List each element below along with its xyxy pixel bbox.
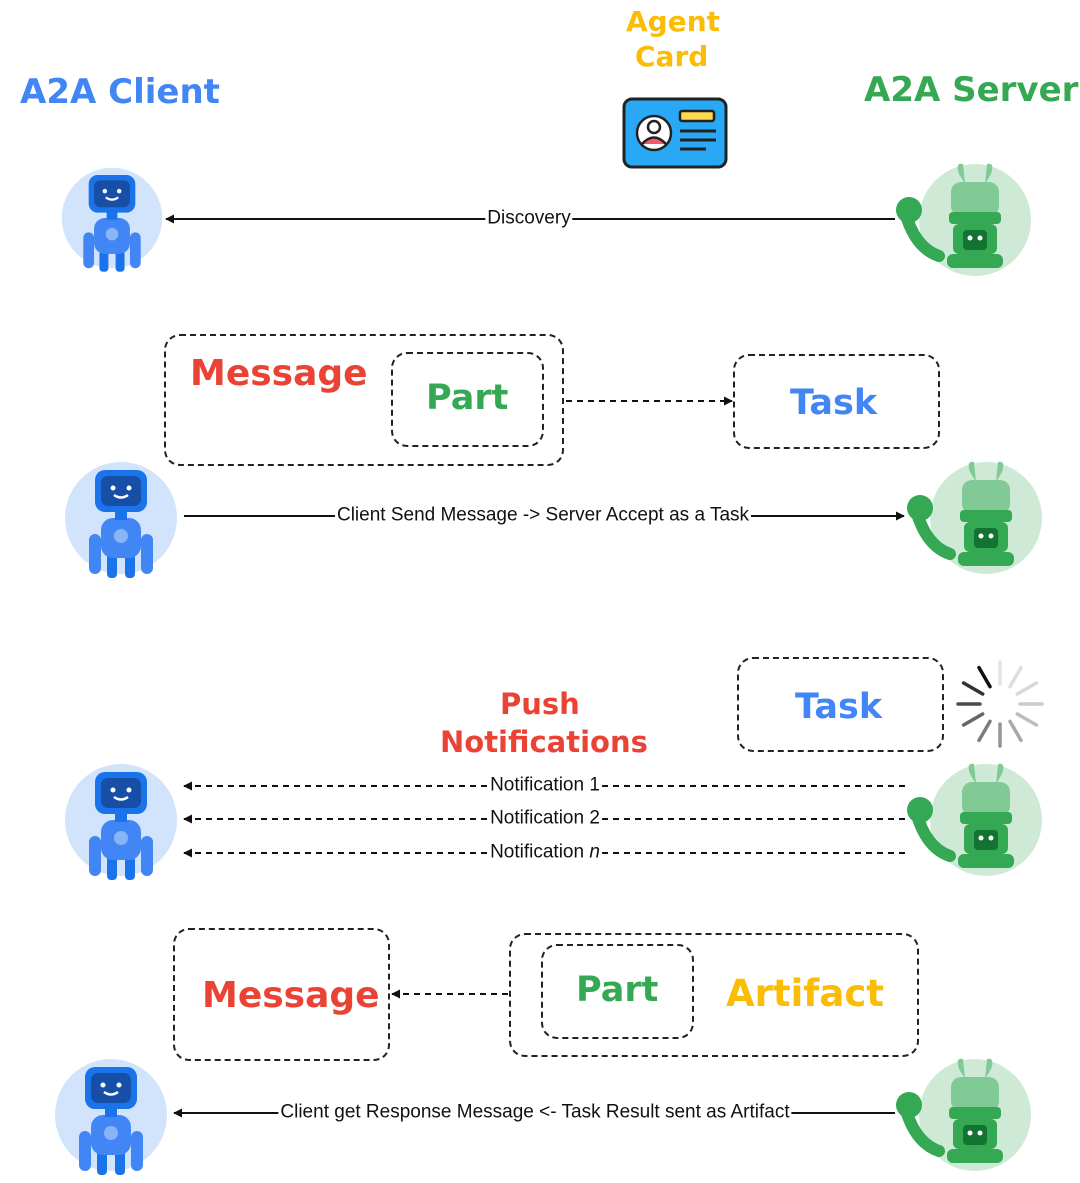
notification-number: n xyxy=(589,841,600,863)
blue-robot-icon xyxy=(61,167,163,272)
agent-card-title-line1: Agent xyxy=(626,5,721,38)
blue-robot-icon xyxy=(65,764,177,880)
message-label: Message xyxy=(190,353,368,394)
part-container xyxy=(391,352,544,447)
push-title-line2: Notifications xyxy=(440,725,648,759)
message-container xyxy=(164,334,564,466)
response-label: Client get Response Message <- Task Resu… xyxy=(278,1101,792,1124)
blue-robot-icon xyxy=(65,462,177,578)
artifact-container xyxy=(509,933,919,1057)
artifact-label: Artifact xyxy=(726,972,884,1015)
notification-prefix: Notification xyxy=(490,774,590,796)
notification-number: 2 xyxy=(589,807,600,829)
agent-card-title-line2: Card xyxy=(635,40,709,73)
task-label: Task xyxy=(790,383,878,423)
server-title: A2A Server xyxy=(864,70,1079,110)
notification-label: Notification 1 xyxy=(488,774,602,797)
part-container xyxy=(541,944,694,1039)
part-label: Part xyxy=(576,970,659,1010)
task-label: Task xyxy=(795,687,883,727)
notification-label: Notification 2 xyxy=(488,807,602,830)
discovery-label: Discovery xyxy=(485,207,573,230)
message-label: Message xyxy=(202,975,380,1016)
green-robot-icon xyxy=(896,163,1031,276)
push-title-line1: Push xyxy=(500,687,580,721)
part-label: Part xyxy=(426,378,509,418)
green-robot-icon xyxy=(907,763,1042,876)
blue-robot-icon xyxy=(55,1059,167,1175)
notification-prefix: Notification xyxy=(490,841,590,863)
task-container xyxy=(733,354,940,449)
task-container xyxy=(737,657,944,752)
send-message-label: Client Send Message -> Server Accept as … xyxy=(334,504,752,527)
green-robot-icon xyxy=(896,1058,1031,1171)
client-title: A2A Client xyxy=(20,72,220,112)
green-robot-icon xyxy=(907,461,1042,574)
message-container xyxy=(173,928,390,1061)
notification-label: Notification n xyxy=(488,841,602,864)
loading-spinner-icon xyxy=(956,660,1044,748)
notification-prefix: Notification xyxy=(490,807,590,829)
id-card-icon xyxy=(622,97,728,169)
notification-number: 1 xyxy=(589,774,600,796)
